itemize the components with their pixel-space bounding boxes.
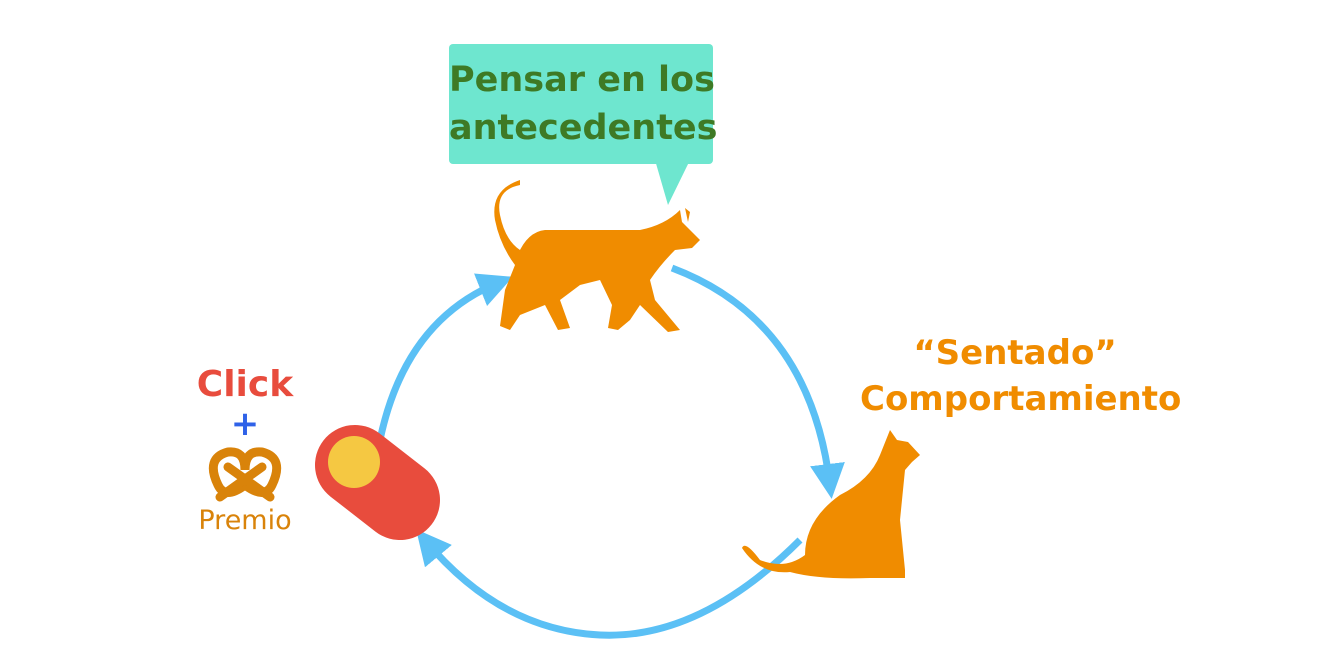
- bubble-line-2: antecedentes: [449, 108, 718, 148]
- clicker-icon: [315, 425, 440, 540]
- speech-bubble-text: Pensar en los antecedentes: [449, 56, 718, 152]
- walking-cat-icon: [494, 180, 700, 332]
- pretzel-icon: [208, 447, 282, 502]
- behavior-label: “Sentado” Comportamiento: [860, 330, 1182, 422]
- speech-bubble: [449, 44, 713, 164]
- clicker-button: [328, 436, 380, 488]
- speech-bubble-tail: [655, 160, 690, 205]
- plus-sign: +: [230, 404, 260, 444]
- behavior-line-1: “Sentado”: [913, 333, 1117, 373]
- sitting-cat-icon: [742, 430, 920, 579]
- arrow-clicker-to-walking-cat: [376, 273, 513, 441]
- arrow-walking-cat-to-sitting-cat: [670, 264, 845, 499]
- premio-label: Premio: [198, 505, 292, 536]
- click-label: Click: [196, 364, 294, 405]
- bubble-line-1: Pensar en los: [449, 60, 715, 100]
- behavior-line-2: Comportamiento: [860, 379, 1182, 419]
- arrow-sitting-cat-to-clicker: [416, 529, 803, 639]
